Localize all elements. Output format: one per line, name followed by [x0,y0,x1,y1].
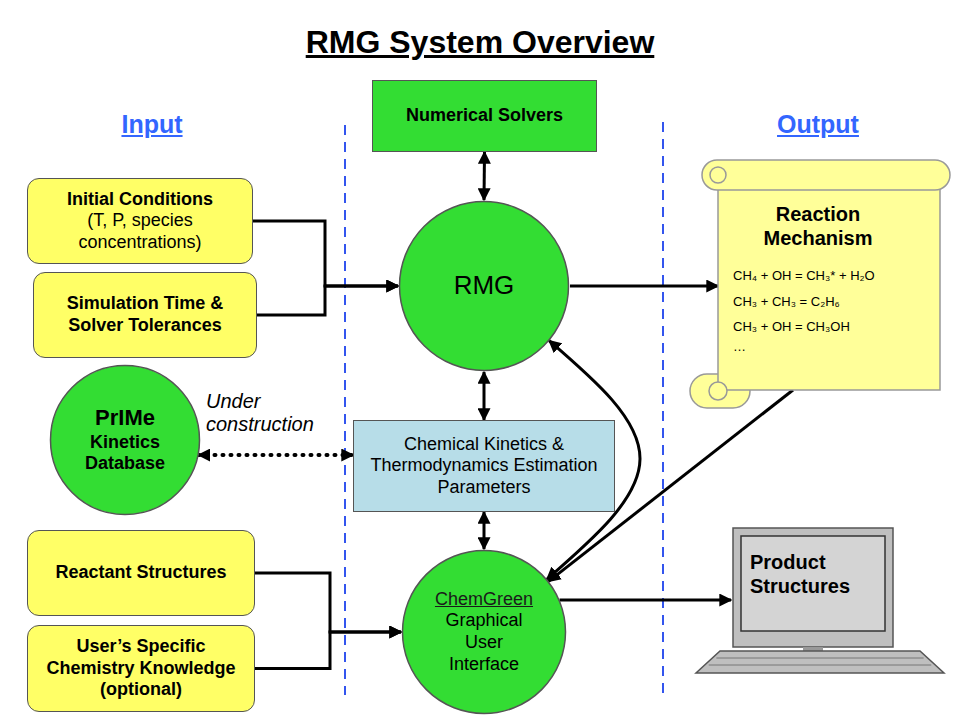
connector [255,632,401,669]
node-content: Reaction MechanismCH₄ + OH = CH₃* + H₂O C… [688,158,952,354]
diagram-title: RMG System Overview [0,24,960,61]
node-title: Reactant Structures [55,562,226,584]
node-title: PrIMe [95,405,155,431]
node-text: Kinetics Database [69,432,181,475]
node-content: ChemGreenGraphical User Interface [401,589,567,675]
node-content: Reactant Structures [28,556,254,590]
input-box: Reactant Structures [27,530,255,616]
connector [559,599,731,602]
monitor-frame [733,528,893,647]
node-content: Simulation Time & Solver Tolerances [34,287,256,342]
interface-circle: ChemGreenGraphical User Interface [401,549,567,715]
input-box: User’s Specific Chemistry Knowledge (opt… [27,625,255,712]
section-heading: Output [748,110,888,139]
node-title: Reaction Mechanism [733,202,903,250]
node-text: CH₃ + OH = CH₃OH [733,319,850,335]
connector [483,372,486,420]
keyboard-row [716,658,923,659]
computer-screen: Product Structures [695,528,945,674]
connector [198,453,353,457]
node-content: User’s Specific Chemistry Knowledge (opt… [28,630,254,707]
node-title: Product Structures [750,550,880,598]
node-content: Numerical Solvers [373,99,596,133]
node-content: RMG [398,270,570,301]
database-circle: PrIMeKinetics Database [49,364,201,516]
node-title: Initial Conditions [67,189,213,211]
shape-outline [695,528,945,674]
monitor-screen [741,536,885,631]
node-content: Initial Conditions(T, P, species concent… [28,183,252,260]
parameter-box: Chemical Kinetics & Thermodynamics Estim… [353,420,615,512]
node-text: CH₄ + OH = CH₃* + H₂O [733,268,875,284]
node-content: Chemical Kinetics & Thermodynamics Estim… [354,428,614,505]
connector [570,285,718,288]
connector [255,573,401,632]
node-text: (T, P, species concentrations) [36,210,244,253]
node-text: … [733,339,746,355]
solver-box: Numerical Solvers [372,80,597,152]
input-box: Simulation Time & Solver Tolerances [33,272,257,358]
node-content: Product Structures [695,528,945,598]
scroll-roll [702,160,950,190]
node-text: CH₃ + CH₃ = C₂H₆ [733,294,840,310]
shape-outline [688,158,952,410]
scroll-body [718,174,940,390]
separator-line [662,122,664,695]
node-content: PrIMeKinetics Database [49,405,201,475]
node-text: Graphical User Interface [429,610,539,675]
scroll-curl [709,382,727,400]
node-title: Simulation Time & Solver Tolerances [42,293,248,336]
connector [257,286,398,315]
node-title: RMG [454,270,515,301]
edge-label: Under construction [206,390,342,436]
keyboard-shape [696,651,944,673]
circle-shape [51,366,200,515]
circle-shape [403,551,566,714]
node-title: ChemGreen [435,589,533,611]
connector [253,221,398,286]
circle-shape [400,202,569,371]
node-title: User’s Specific Chemistry Knowledge (opt… [36,636,246,701]
input-box: Initial Conditions(T, P, species concent… [27,178,253,264]
output-scroll: Reaction MechanismCH₄ + OH = CH₃* + H₂O C… [688,158,952,410]
engine-circle: RMG [398,200,570,372]
scroll-curl [710,167,726,183]
node-title: Chemical Kinetics & Thermodynamics Estim… [368,434,600,499]
keyboard-row [709,665,932,666]
node-title: Numerical Solvers [406,105,563,127]
section-heading: Input [82,110,222,139]
connector [483,152,487,200]
separator-line [344,125,346,695]
connector [483,512,486,549]
